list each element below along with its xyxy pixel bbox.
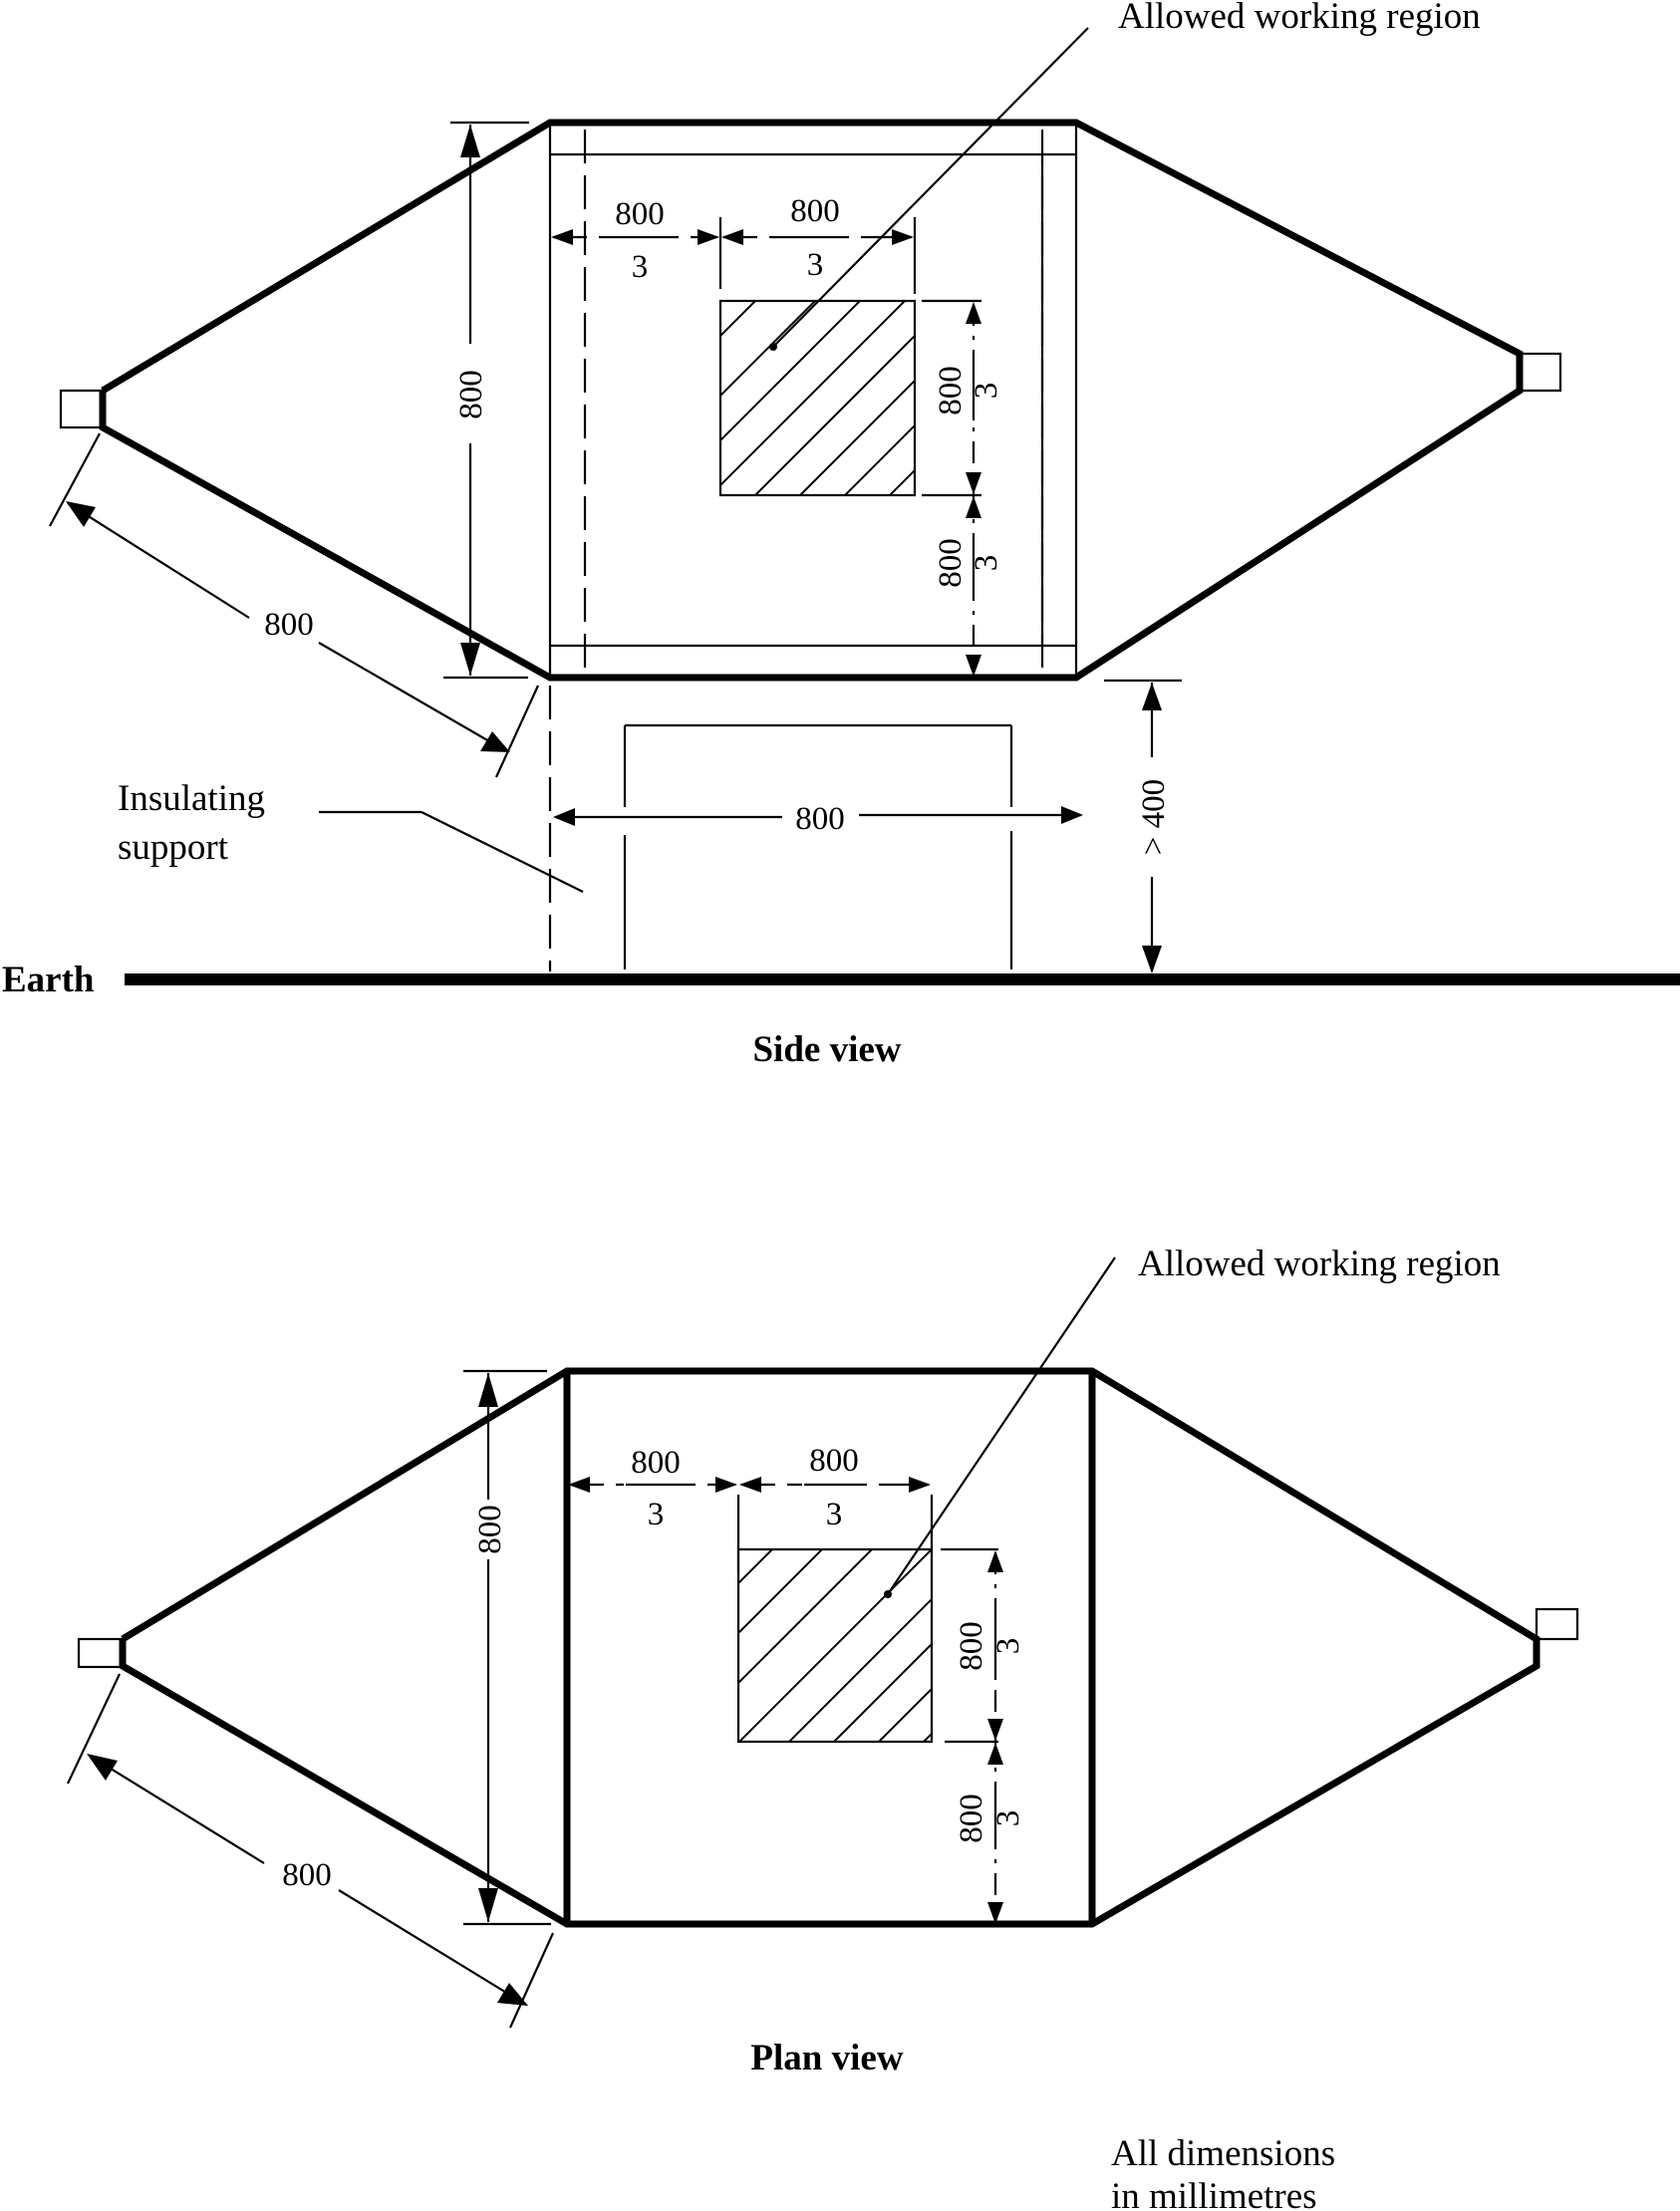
arrowhead: [568, 1477, 590, 1493]
arrowhead: [551, 229, 573, 245]
frac-den: 3: [632, 249, 649, 285]
ext-line: [67, 1673, 121, 1785]
dim-height-label: 800: [453, 370, 489, 419]
frac-den: 3: [969, 555, 1004, 572]
plan-view-caption: Plan view: [750, 2038, 903, 2078]
plan-hatch: [738, 1549, 932, 1742]
arrowhead: [987, 1902, 1003, 1924]
arrowhead: [478, 1888, 498, 1922]
frac-num: 800: [615, 196, 665, 232]
frac-den: 3: [990, 1810, 1026, 1827]
frac-den: 3: [807, 247, 824, 283]
units-note-line2: in millimetres: [1111, 2176, 1317, 2211]
ext-line: [494, 685, 540, 778]
support-label-1: Insulating: [118, 778, 265, 819]
frac-den: 3: [990, 1638, 1026, 1655]
right-connector: [1518, 352, 1562, 393]
arrowhead: [721, 229, 743, 245]
plan-view: Allowed working region 800 3 800 3 800 3…: [67, 1244, 1579, 2078]
side-view: Allowed working region 800 3 800 3 800 3…: [2, 0, 1680, 1070]
arrowhead: [966, 496, 981, 518]
side-callout-label: Allowed working region: [1118, 0, 1481, 37]
side-working-region: [718, 299, 917, 497]
frac-num: 800: [933, 538, 969, 588]
arrowhead: [1061, 806, 1083, 824]
arrowhead: [987, 1743, 1003, 1765]
arrowhead: [966, 655, 981, 677]
frac-num: 800: [790, 193, 840, 229]
ext-line: [508, 1932, 555, 2029]
dim-width-label: 800: [795, 801, 845, 837]
arrowhead: [987, 1719, 1003, 1741]
arrowhead: [66, 501, 96, 527]
arrowhead: [698, 229, 719, 245]
dim-line: [338, 1889, 527, 2006]
left-connector: [59, 389, 105, 429]
dim-slant-label: 800: [264, 607, 314, 643]
plan-dim-height-label: 800: [472, 1505, 508, 1554]
arrowhead: [480, 731, 510, 752]
ext-line: [49, 432, 101, 527]
arrowhead: [909, 1477, 931, 1493]
arrowhead: [460, 643, 480, 676]
frac-num: 800: [954, 1621, 989, 1671]
dim-clearance-label: > 400: [1136, 779, 1172, 855]
frac-num: 800: [809, 1443, 859, 1479]
arrowhead: [739, 1477, 761, 1493]
arrowhead: [987, 1550, 1003, 1572]
dim-line: [67, 502, 250, 619]
plan-callout-label: Allowed working region: [1138, 1244, 1501, 1284]
plan-left-connector: [77, 1637, 125, 1669]
side-callout-leader: [772, 27, 1089, 348]
plan-dim-slant-label: 800: [282, 1857, 332, 1893]
arrowhead: [966, 472, 981, 494]
arrowhead: [497, 1983, 528, 2006]
arrowhead: [966, 302, 981, 324]
arrowhead: [460, 125, 480, 157]
frac-num: 800: [631, 1445, 681, 1481]
dim-line: [318, 642, 509, 753]
arrowhead: [478, 1373, 498, 1407]
arrowhead: [715, 1477, 737, 1493]
plan-right-connector: [1535, 1607, 1579, 1641]
arrowhead: [892, 229, 914, 245]
frac-num: 800: [933, 366, 969, 415]
arrowhead: [1142, 683, 1162, 710]
dim-line: [89, 1755, 265, 1864]
earth-label: Earth: [2, 960, 95, 1000]
side-view-caption: Side view: [752, 1029, 901, 1070]
arrowhead: [1142, 946, 1162, 973]
plan-electrode-outline: [119, 1367, 1540, 1928]
plan-callout-leader: [887, 1256, 1116, 1595]
side-hatch: [720, 301, 915, 495]
frac-den: 3: [826, 1497, 843, 1532]
frac-den: 3: [648, 1497, 665, 1532]
units-note-line1: All dimensions: [1111, 2133, 1335, 2174]
frac-den: 3: [969, 383, 1004, 400]
support-leader: [420, 811, 584, 893]
support-label-2: support: [118, 827, 229, 868]
arrowhead: [553, 808, 575, 826]
frac-num: 800: [954, 1794, 989, 1843]
arrowhead: [87, 1754, 118, 1781]
